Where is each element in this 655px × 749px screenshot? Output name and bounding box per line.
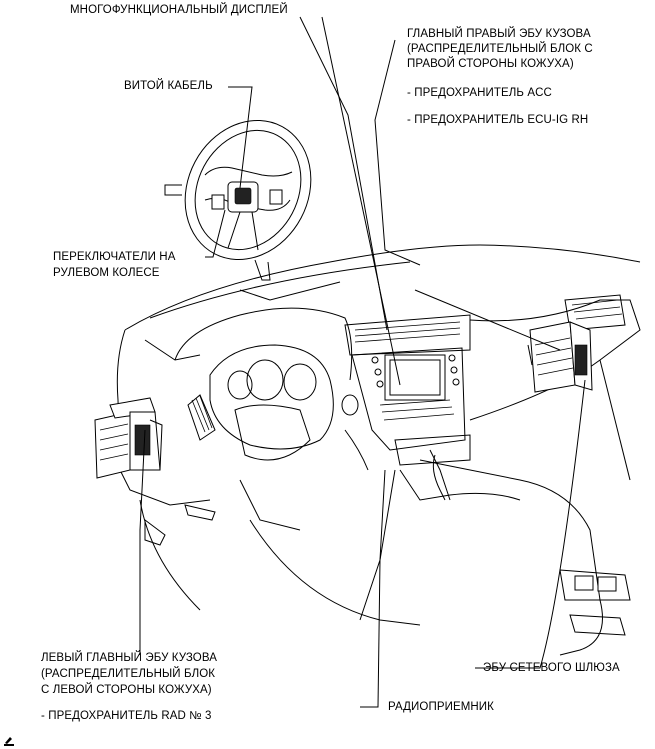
pencil-icon <box>4 737 14 746</box>
label-fuse-rad3: - ПРЕДОХРАНИТЕЛЬ RAD № 3 <box>41 710 212 722</box>
label-gateway-ecu: ЭБУ СЕТЕВОГО ШЛЮЗА <box>483 662 620 674</box>
label-main-left-ecu-line3: С ЛЕВОЙ СТОРОНЫ КОЖУХА) <box>41 684 212 696</box>
label-multi-display: МНОГОФУНКЦИОНАЛЬНЫЙ ДИСПЛЕЙ <box>70 4 288 16</box>
steering-wheel-inset <box>164 119 312 281</box>
label-fuse-ecu-ig-rh: - ПРЕДОХРАНИТЕЛЬ ECU-IG RH <box>407 114 589 126</box>
right-ecu-block <box>527 321 593 393</box>
dashboard-outline <box>116 244 641 656</box>
label-fuse-acc: - ПРЕДОХРАНИТЕЛЬ ACC <box>407 87 552 99</box>
label-radio-receiver: РАДИОПРИЕМНИК <box>388 701 494 713</box>
left-ecu-block <box>94 397 163 479</box>
label-main-right-ecu-line2: (РАСПРЕДЕЛИТЕЛЬНЫЙ БЛОК С <box>407 43 593 55</box>
label-main-left-ecu-line2: (РАСПРЕДЕЛИТЕЛЬНЫЙ БЛОК <box>41 668 216 680</box>
leader-lines <box>139 16 586 708</box>
label-main-left-ecu-line1: ЛЕВЫЙ ГЛАВНЫЙ ЭБУ КУЗОВА <box>41 652 217 664</box>
label-steering-switches-line1: ПЕРЕКЛЮЧАТЕЛИ НА <box>53 251 176 263</box>
label-main-right-ecu-line3: ПРАВОЙ СТОРОНЫ КОЖУХА) <box>407 58 574 70</box>
label-steering-switches-line2: РУЛЕВОМ КОЛЕСЕ <box>53 267 160 279</box>
label-spiral-cable: ВИТОЙ КАБЕЛЬ <box>124 80 213 92</box>
label-main-right-ecu-line1: ГЛАВНЫЙ ПРАВЫЙ ЭБУ КУЗОВА <box>407 28 591 40</box>
